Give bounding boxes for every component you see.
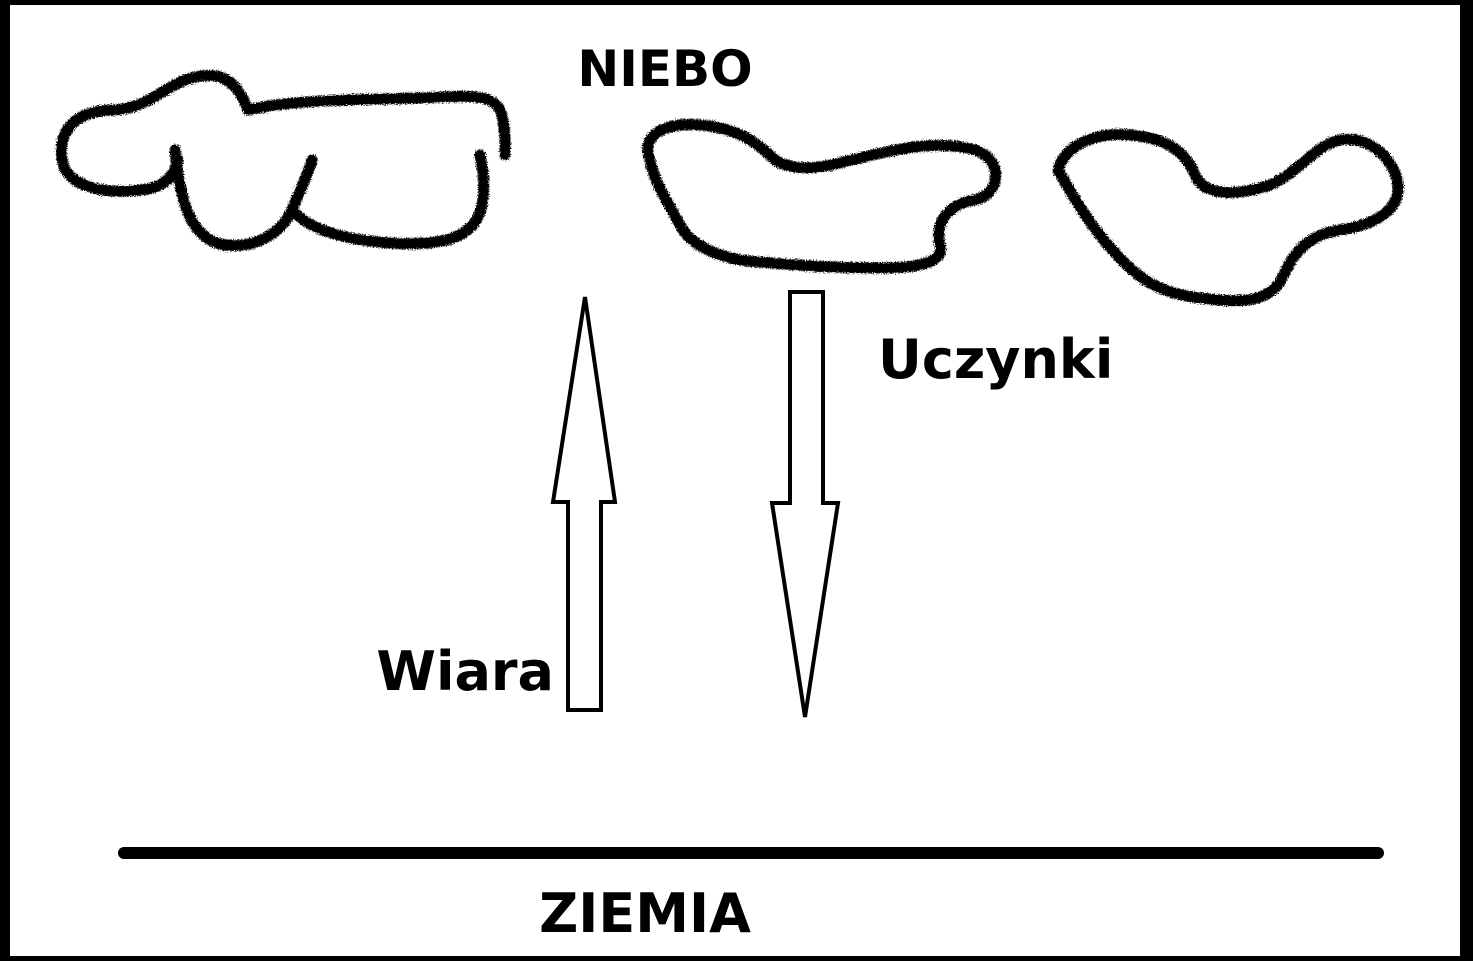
drawing-area (10, 5, 1460, 956)
earth-label: ZIEMIA (539, 882, 751, 945)
deeds-label: Uczynki (878, 328, 1113, 391)
sky-label: NIEBO (577, 40, 752, 98)
faith-label: Wiara (376, 640, 554, 703)
